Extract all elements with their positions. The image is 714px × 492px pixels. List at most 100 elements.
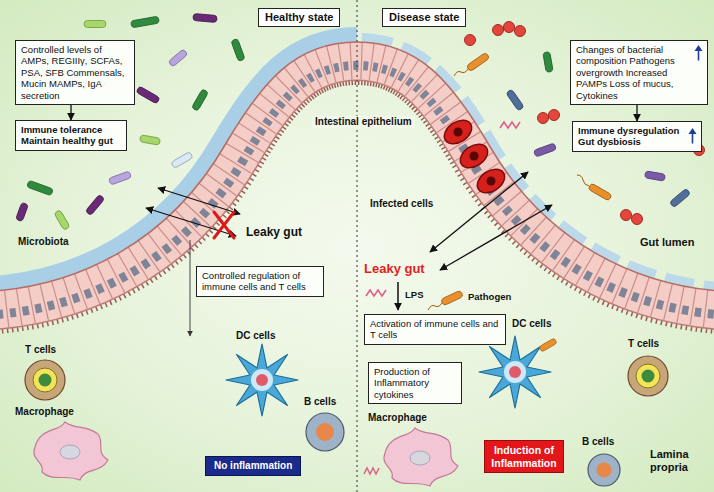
box-text: Healthy state — [265, 11, 333, 24]
cell-body — [636, 364, 660, 388]
cell-label: B cells — [582, 436, 614, 448]
info-box: Controlled levels of AMPs, REGIIIγ, SCFA… — [15, 40, 135, 105]
infected-nucleus — [454, 128, 463, 137]
process-box: Controlled regulation of immune cells an… — [196, 266, 324, 297]
leak-arrow — [440, 205, 552, 270]
pathogen-bacterium — [466, 52, 490, 71]
box-text: Changes of bacterial composition Pathoge… — [576, 44, 691, 101]
cell-label: DC cells — [236, 330, 275, 342]
mucus-layer — [357, 42, 714, 292]
cell-label: Infected cells — [370, 198, 433, 210]
box-text: Controlled levels of AMPs, REGIIIγ, SCFA… — [21, 44, 129, 101]
infected-cell — [456, 139, 492, 172]
bacterium — [140, 135, 161, 145]
bacterium — [171, 151, 194, 168]
lps-symbol — [364, 468, 379, 474]
leader-arrow — [190, 240, 191, 336]
state-box: Disease state — [382, 8, 466, 27]
process-box: Activation of immune cells and T cells — [364, 314, 506, 345]
lps-symbol — [500, 122, 520, 128]
cell-nucleus — [39, 374, 52, 387]
b-cell — [588, 454, 620, 486]
pathogen-coccus — [632, 214, 643, 225]
bacterium — [669, 188, 690, 208]
region-label: Gut lumen — [640, 236, 694, 249]
bacterium — [506, 89, 524, 111]
status-box: Induction of Inflammation — [484, 440, 564, 473]
structure-label: Intestinal epithelium — [312, 116, 415, 128]
bacterium — [231, 38, 245, 61]
cell-nucleus — [60, 445, 80, 459]
pathogen-coccus — [465, 35, 476, 46]
mucus-layer — [0, 42, 357, 292]
infected-nucleus — [470, 152, 479, 161]
info-box: Changes of bacterial composition Pathoge… — [570, 40, 708, 105]
cell-label: Macrophage — [15, 406, 74, 418]
cell-label: T cells — [25, 344, 56, 356]
pathogen-bacterium — [588, 183, 612, 201]
infected-cell — [440, 115, 476, 148]
pathogen-coccus — [621, 210, 632, 221]
cell-label: DC cells — [512, 318, 551, 330]
bacterium — [136, 86, 160, 104]
process-box: Production of Inflammatory cytokines — [368, 362, 462, 404]
bacterium — [645, 171, 666, 181]
macrophage — [34, 422, 108, 480]
box-text: Induction of Inflammation — [489, 444, 559, 469]
dendritic-cell — [226, 344, 298, 416]
down-arrow — [397, 282, 399, 310]
bacterium — [84, 21, 106, 28]
bacterium — [543, 52, 553, 73]
cell-nucleus — [597, 463, 612, 478]
macrophage — [384, 428, 458, 486]
increase-arrow — [694, 45, 703, 61]
cell-nucleus — [509, 366, 521, 378]
cell-nucleus — [642, 370, 655, 383]
bacterium — [131, 16, 160, 28]
flagellum — [577, 175, 589, 186]
cell-body — [33, 368, 57, 392]
bacterium — [85, 194, 105, 215]
arrow-head — [689, 128, 697, 134]
cell-nucleus — [256, 374, 268, 386]
cell-label: T cells — [628, 338, 659, 350]
pathogen-coccus — [515, 26, 526, 37]
box-text: Activation of immune cells and T cells — [370, 318, 500, 341]
pathogen-coccus — [493, 25, 504, 36]
box-text: Immune dysregulation Gut dysbiosis — [578, 125, 685, 148]
increase-arrow — [688, 128, 697, 144]
box-text: Controlled regulation of immune cells an… — [202, 270, 318, 293]
bacterium — [54, 210, 70, 231]
block-cross — [214, 212, 234, 238]
bacterium — [168, 49, 188, 67]
box-text: Production of Inflammatory cytokines — [374, 366, 456, 400]
box-text: Disease state — [389, 11, 459, 24]
bacterium — [191, 89, 208, 112]
lps-symbol — [366, 290, 386, 296]
pathogen-coccus — [549, 110, 560, 121]
cell-nucleus — [410, 451, 430, 465]
divider-line — [357, 0, 358, 492]
cell-nucleus — [316, 423, 334, 441]
cell-body — [251, 369, 273, 391]
block-cross — [214, 212, 234, 238]
organism-label: Pathogen — [468, 292, 511, 303]
flagellum — [428, 303, 442, 310]
flagellum — [454, 69, 468, 76]
outcome-box: Immune dysregulation Gut dysbiosis — [572, 121, 702, 152]
molecule-label: LPS — [405, 290, 423, 301]
cell-label: B cells — [304, 396, 336, 408]
bacterium — [193, 13, 218, 22]
connector-arrow — [636, 105, 637, 121]
box-text: No inflammation — [214, 460, 292, 472]
exchange-arrow — [158, 188, 240, 214]
bacterium — [27, 180, 54, 195]
pathogen-bacterium — [441, 290, 464, 306]
cell-body — [504, 361, 526, 383]
box-text: Immune tolerance Maintain healthy gut — [21, 124, 121, 147]
cell-label: Macrophage — [368, 412, 427, 424]
infected-nucleus — [487, 177, 496, 186]
status-box: No inflammation — [205, 456, 301, 476]
condition-label: Leaky gut — [364, 262, 425, 277]
